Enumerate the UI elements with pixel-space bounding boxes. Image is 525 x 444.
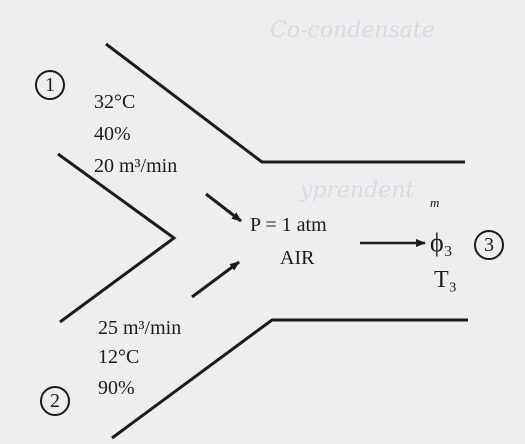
bleed-through-text: yprendent <box>300 178 415 203</box>
inlet-2-flow-arrow <box>191 260 240 299</box>
stream-1-humidity: 40% <box>94 123 131 145</box>
chamber-pressure: P = 1 atm <box>250 214 327 236</box>
stream-1-temperature: 32°C <box>94 91 136 113</box>
inlet-1-flow-arrow <box>205 192 242 223</box>
stream-3-temperature: T₃ <box>434 267 458 293</box>
stream-1-flow: 20 m³/min <box>94 155 178 177</box>
lower-duct-wall <box>111 318 468 440</box>
bleed-through-text: Co-condensate <box>270 18 435 43</box>
stream-2-flow: 25 m³/min <box>98 317 182 339</box>
stream-2-temperature: 12°C <box>98 346 140 368</box>
upper-duct-wall <box>105 42 465 164</box>
stream-3-annotation: m <box>430 195 440 210</box>
chamber-fluid: AIR <box>280 247 315 269</box>
stream-3-number: 3 <box>474 230 504 260</box>
stream-3-relative-humidity: ϕ₃ <box>430 228 453 257</box>
stream-1-number: 1 <box>35 70 65 100</box>
stream-2-number: 2 <box>40 386 70 416</box>
stream-2-humidity: 90% <box>98 377 135 399</box>
inlet-divider-wedge <box>57 152 177 324</box>
